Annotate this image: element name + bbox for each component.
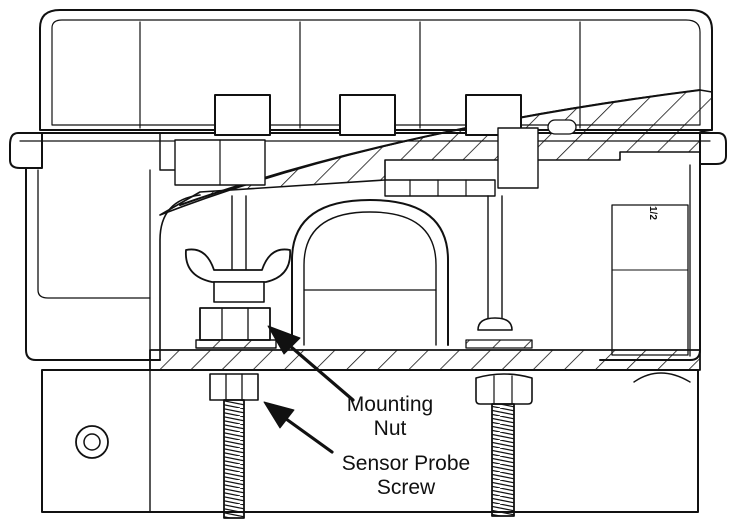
mounting-nut-label-line2: Nut (373, 417, 407, 440)
terminal-screw-right (465, 195, 533, 349)
sensor-probe-screw-arrow (263, 401, 334, 454)
clip-3 (465, 94, 577, 189)
bracket-bolt-right (475, 373, 533, 517)
base-plate (149, 349, 701, 371)
enclosure-body-right (599, 159, 701, 361)
mounting-nut-label-line1: Mounting (346, 393, 434, 416)
sensor-probe-screw-label-line1: Sensor Probe (341, 452, 471, 475)
mounting-nut-arrow (267, 325, 355, 402)
mounting-nut-label: Mounting Nut (330, 393, 450, 441)
mounting-nut (195, 307, 277, 349)
sensor-probe-screw (209, 373, 259, 519)
bolt-head-icon (75, 425, 109, 459)
sensor-probe-screw-label: Sensor Probe Screw (322, 452, 490, 500)
arched-boss (291, 199, 449, 346)
enclosure-body-left (25, 167, 201, 361)
enclosure-lid (39, 9, 713, 131)
clip-2 (339, 94, 396, 136)
side-size-mark: 1/2 (647, 206, 658, 220)
wing-nut-assembly (185, 195, 291, 303)
terminal-strip (384, 179, 496, 197)
clip-1 (174, 94, 271, 186)
sensor-probe-screw-label-line2: Screw (376, 476, 436, 499)
mounting-bracket (41, 369, 699, 513)
